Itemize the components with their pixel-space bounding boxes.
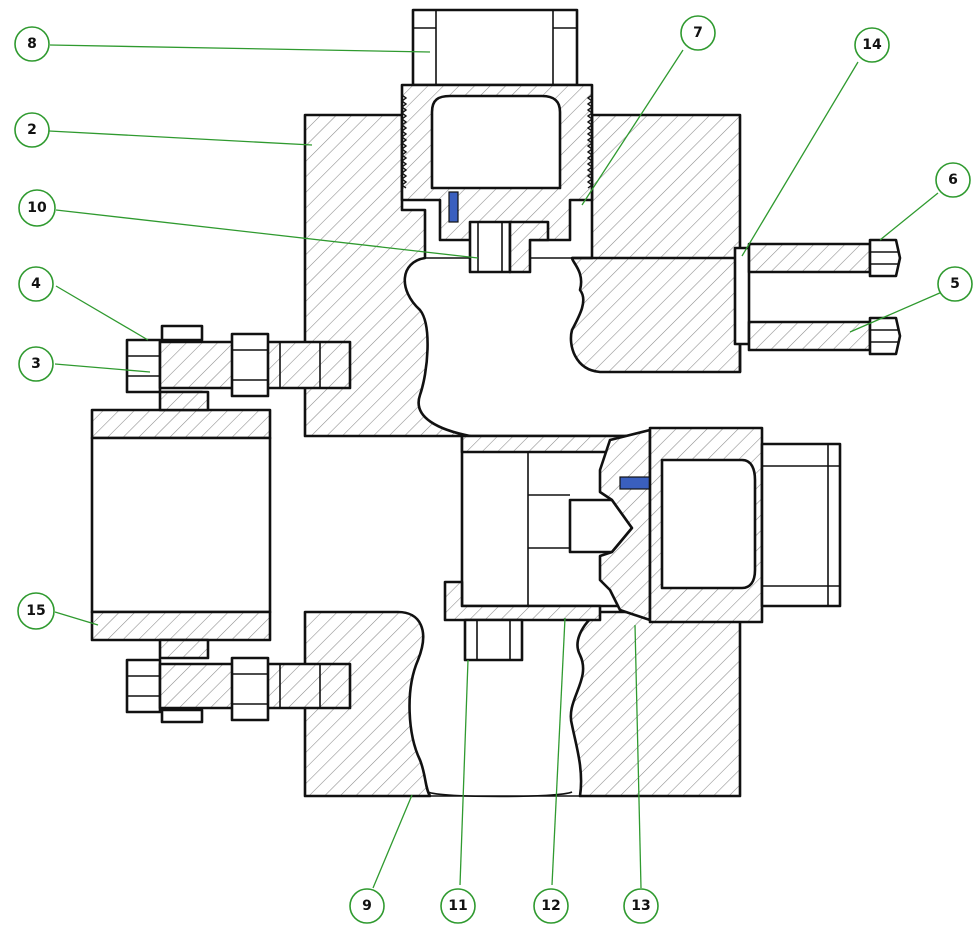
- balloon-label: 9: [362, 898, 372, 914]
- balloon-9: 9: [349, 888, 385, 924]
- balloon-12: 12: [533, 888, 569, 924]
- balloon-13: 13: [623, 888, 659, 924]
- balloon-15: 15: [17, 592, 55, 630]
- balloon-2: 2: [14, 112, 50, 148]
- top-plug: [400, 8, 594, 274]
- balloon-6: 6: [935, 162, 971, 198]
- balloon-label: 7: [693, 25, 703, 41]
- side-cartridge: [443, 426, 842, 662]
- balloon-label: 15: [26, 603, 45, 619]
- balloon-label: 13: [631, 898, 650, 914]
- balloon-label: 8: [27, 36, 37, 52]
- right-bolts: [733, 238, 902, 356]
- balloon-11: 11: [440, 888, 476, 924]
- balloon-3: 3: [18, 346, 54, 382]
- leader-lines: [48, 44, 943, 889]
- balloon-label: 4: [31, 276, 41, 292]
- balloon-7: 7: [680, 15, 716, 51]
- balloon-14: 14: [854, 27, 890, 63]
- left-flange: [90, 324, 352, 724]
- balloon-label: 12: [541, 898, 560, 914]
- balloon-8: 8: [14, 26, 50, 62]
- balloon-10: 10: [18, 189, 56, 227]
- balloon-4: 4: [18, 266, 54, 302]
- balloon-label: 5: [950, 276, 960, 292]
- balloon-label: 6: [948, 172, 958, 188]
- balloon-label: 3: [31, 356, 41, 372]
- balloon-label: 11: [448, 898, 467, 914]
- balloon-5: 5: [937, 266, 973, 302]
- balloon-label: 14: [862, 37, 882, 53]
- balloon-label: 10: [27, 200, 47, 216]
- balloon-label: 2: [27, 122, 37, 138]
